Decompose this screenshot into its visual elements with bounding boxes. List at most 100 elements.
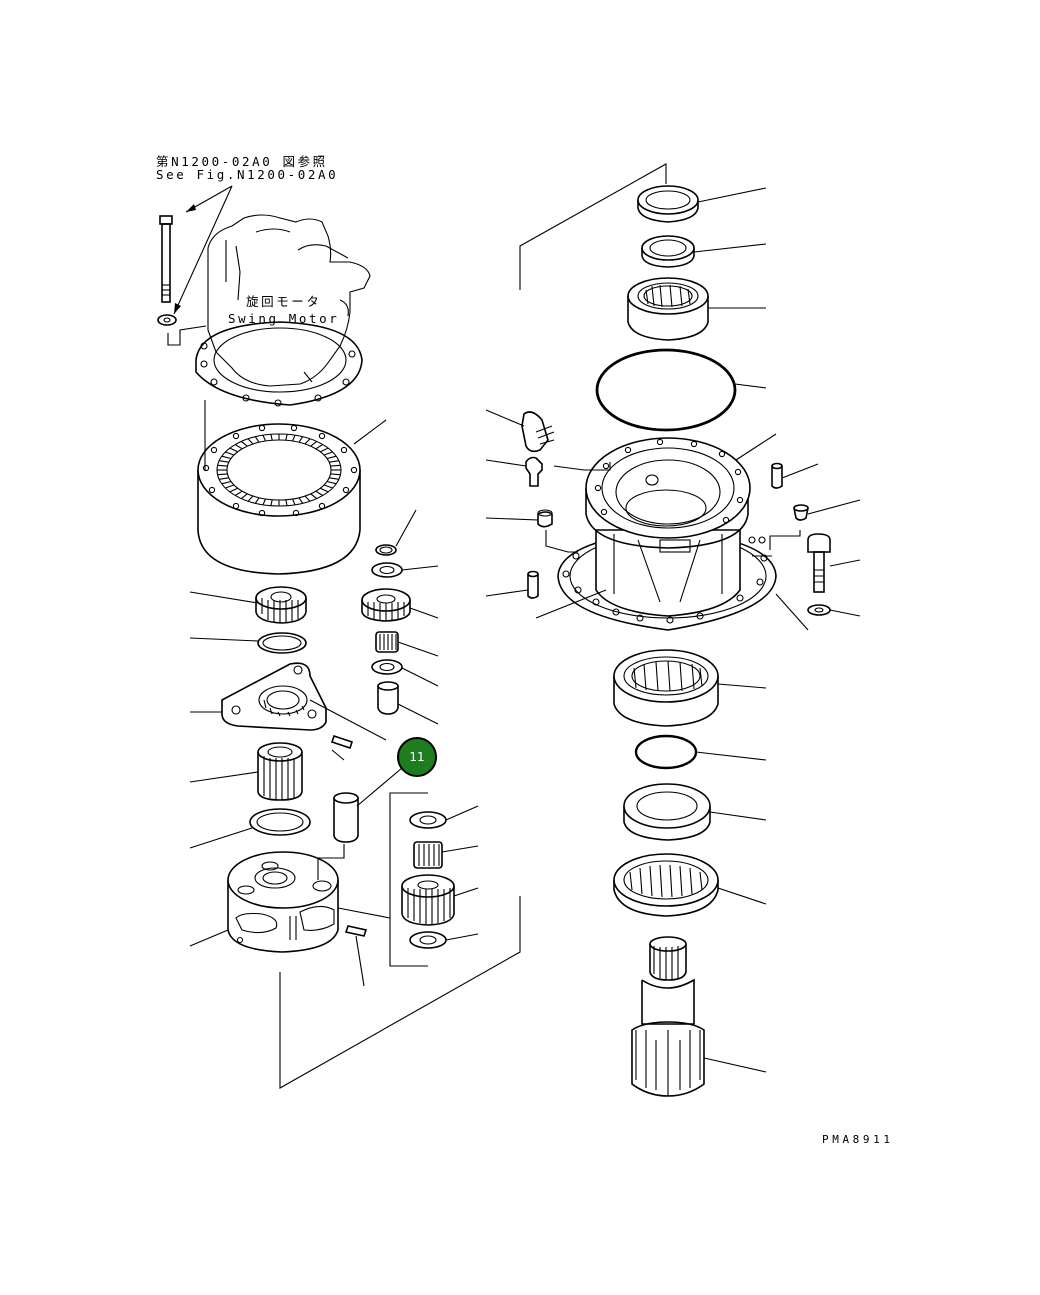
callout-11-leader bbox=[356, 767, 403, 807]
plug-1 bbox=[525, 456, 543, 487]
ring-gear-tooth bbox=[221, 480, 232, 485]
ring-gear-tooth bbox=[326, 455, 337, 460]
planet-set-bracket bbox=[389, 792, 428, 967]
leader bbox=[485, 409, 525, 427]
ring-gear-tooth bbox=[225, 484, 235, 489]
leader bbox=[189, 591, 259, 604]
ring-gear-tooth bbox=[291, 434, 296, 442]
housing-bolt bbox=[807, 533, 831, 593]
leader bbox=[397, 703, 439, 725]
planet-thrust-washer-2 bbox=[371, 659, 403, 675]
ring-gear-tooth bbox=[229, 447, 238, 453]
swing-motor-label-jp: 旋回モータ bbox=[246, 294, 322, 309]
leader bbox=[695, 751, 767, 761]
ring-gear-tooth bbox=[240, 440, 248, 447]
motor-mount-bolt bbox=[159, 215, 173, 303]
motor-mount-washer bbox=[157, 314, 177, 326]
ring-gear-tooth bbox=[330, 464, 341, 467]
assembly-bracket-top bbox=[519, 163, 667, 290]
callout-badge-11[interactable]: 11 bbox=[397, 737, 437, 777]
ring-gear-tooth bbox=[304, 495, 311, 502]
dowel-pin-left bbox=[527, 570, 539, 599]
ring-gear-tooth bbox=[229, 487, 238, 493]
ring-gear-tooth bbox=[326, 480, 337, 485]
dowel-pin-right bbox=[771, 462, 783, 489]
ring-gear-tooth bbox=[285, 434, 288, 441]
ring-gear-tooth bbox=[254, 436, 260, 443]
leader bbox=[717, 887, 767, 905]
assembly-bracket bbox=[279, 896, 521, 1089]
leader bbox=[781, 463, 819, 479]
o-ring-large bbox=[595, 348, 737, 432]
needle-bearing-1 bbox=[375, 631, 399, 653]
leader bbox=[717, 683, 767, 689]
leader bbox=[397, 641, 439, 657]
planet-thrust-washer-1 bbox=[371, 562, 403, 578]
leader bbox=[317, 844, 345, 880]
ring-gear-tooth bbox=[310, 493, 318, 500]
leader bbox=[331, 749, 345, 761]
ring-gear-tooth bbox=[298, 497, 304, 504]
leader bbox=[734, 383, 767, 389]
ring-gear-tooth bbox=[270, 434, 273, 441]
small-pin-2 bbox=[344, 925, 368, 937]
planet-thrust-washer-3 bbox=[409, 811, 447, 829]
leader bbox=[693, 243, 767, 253]
oil-seal-top bbox=[637, 185, 699, 223]
ring-gear-tooth bbox=[247, 438, 254, 445]
lower-bearing bbox=[613, 649, 719, 727]
leader bbox=[545, 530, 578, 553]
leader bbox=[703, 1057, 767, 1073]
leader bbox=[829, 609, 861, 617]
leader bbox=[769, 530, 801, 550]
leader bbox=[445, 933, 479, 941]
washer-leader bbox=[167, 325, 207, 346]
ring-gear-tooth bbox=[323, 451, 333, 456]
ring-gear-tooth bbox=[315, 444, 324, 450]
sun-gear-1 bbox=[255, 586, 307, 624]
ring-gear-tooth bbox=[323, 484, 333, 489]
carrier-1 bbox=[221, 662, 327, 731]
swing-motor-label-en: Swing Motor bbox=[228, 311, 340, 326]
ring-gear-tooth bbox=[217, 473, 228, 476]
leader bbox=[775, 593, 809, 631]
small-pin-1 bbox=[330, 734, 354, 750]
leader bbox=[189, 929, 229, 947]
snap-ring bbox=[257, 632, 307, 654]
leader bbox=[485, 459, 527, 467]
ring-gear-tooth bbox=[225, 451, 235, 456]
ring-gear-tooth bbox=[330, 473, 341, 476]
carrier-2 bbox=[227, 851, 339, 953]
ring-gear-tooth bbox=[270, 499, 273, 506]
ring-gear-tooth bbox=[329, 460, 339, 463]
seal-retainer bbox=[623, 783, 711, 841]
leader bbox=[309, 699, 387, 741]
motor-flange bbox=[195, 321, 363, 407]
planet-gear-2 bbox=[401, 874, 455, 926]
leader bbox=[441, 845, 479, 853]
leader bbox=[485, 517, 539, 521]
ring-gear-tooth bbox=[320, 487, 329, 493]
plug-3 bbox=[793, 504, 809, 521]
see-fig-label-en: See Fig.N1200-02A0 bbox=[156, 167, 339, 182]
planet-washer-small bbox=[375, 544, 397, 556]
leader bbox=[535, 589, 607, 619]
planet-thrust-washer-4 bbox=[409, 931, 447, 949]
upper-bearing bbox=[627, 277, 709, 341]
housing-washer bbox=[807, 604, 831, 616]
leader bbox=[189, 827, 253, 849]
ring-gear bbox=[197, 423, 361, 575]
ring-gear-tooth bbox=[310, 440, 318, 447]
ring-gear-tooth bbox=[262, 498, 267, 506]
swing-motor-outline bbox=[207, 214, 371, 387]
ring-gear-tooth bbox=[291, 498, 296, 506]
see-fig-label-jp: 第N1200-02A0 図参照 bbox=[156, 154, 328, 169]
pinion-shaft bbox=[631, 936, 705, 1097]
leader bbox=[395, 509, 417, 547]
planet-gear-1 bbox=[361, 588, 411, 622]
leader bbox=[735, 433, 777, 461]
leader bbox=[401, 667, 439, 687]
leader bbox=[189, 771, 259, 783]
ring-gear-tooth bbox=[217, 464, 228, 467]
